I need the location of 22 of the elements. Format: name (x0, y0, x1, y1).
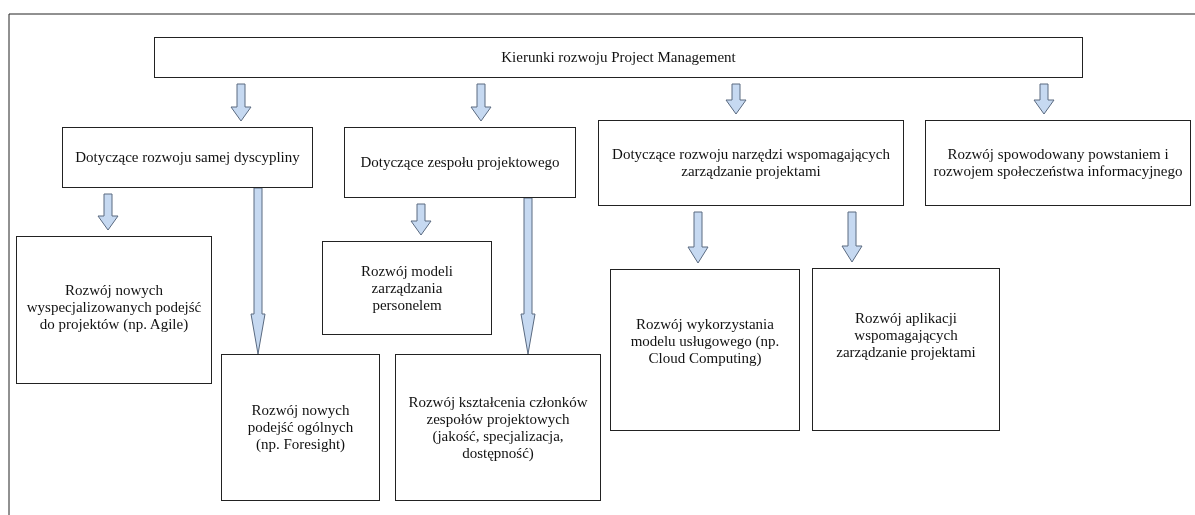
category-box (598, 120, 904, 206)
box-text: Rozwój wykorzystania modelu usługowego (np. Cloud Computing) (629, 315, 781, 367)
box-text: Rozwój spowodowany powstaniem i rozwojem społeczeństwa informacyjnego (932, 146, 1184, 180)
category-box (344, 127, 576, 198)
topic-box (322, 241, 492, 335)
box-text: Dotyczące rozwoju narzędzi wspomagających zarządzanie projektami (611, 146, 891, 180)
box-text: Dotyczące rozwoju samej dyscypliny (75, 149, 300, 166)
box-text: Dotyczące zespołu projektowego (360, 154, 560, 171)
box-text: Rozwój nowych wyspecjalizowanych podejść do projektów (np. Agile) (25, 281, 203, 333)
box-text: Rozwój nowych podejść ogólnych (np. Foresight) (246, 402, 355, 453)
category-box (925, 120, 1191, 206)
title-box (154, 37, 1083, 78)
box-text: Rozwój modeli zarządzania personelem (359, 262, 455, 314)
category-box (62, 127, 313, 188)
topic-box (16, 236, 212, 384)
box-text: Kierunki rozwoju Project Management (501, 49, 736, 66)
topic-box (395, 354, 601, 501)
topic-box (610, 269, 800, 431)
box-text: Rozwój kształcenia członków zespołów projektowych (jakość, specjalizacja, dostępność) (407, 393, 589, 462)
topic-box (812, 268, 1000, 431)
box-text: Rozwój aplikacji wspomagających zarządzanie projektami (835, 310, 977, 361)
topic-box (221, 354, 380, 501)
